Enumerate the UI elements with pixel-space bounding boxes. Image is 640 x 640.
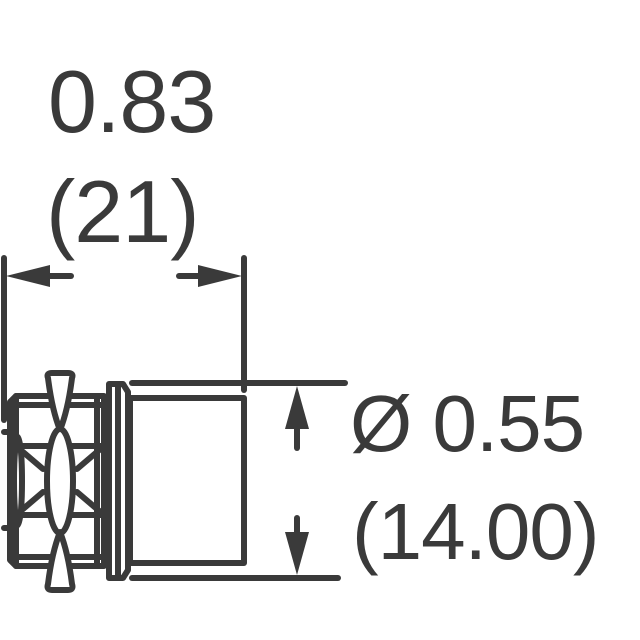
chamfer-diagonal (74, 489, 107, 518)
chamfer-diagonal (74, 443, 107, 472)
left-lens-edge (11, 434, 25, 528)
diameter-mm-label: (14.00) (352, 487, 599, 576)
left-arrowhead-icon (6, 265, 50, 287)
washer-top-lobe (44, 370, 76, 433)
diameter-inch-label: Ø 0.55 (350, 379, 585, 468)
right-arrowhead-icon (198, 265, 242, 287)
down-arrowhead-icon (285, 532, 309, 575)
washer-bottom-lobe (44, 529, 76, 593)
up-arrowhead-icon (285, 386, 309, 429)
length-inch-label: 0.83 (48, 52, 216, 151)
washer-center-lobe (44, 426, 76, 536)
length-mm-label: (21) (46, 162, 199, 261)
cylinder-body (127, 395, 247, 566)
left-stub (1, 429, 13, 531)
